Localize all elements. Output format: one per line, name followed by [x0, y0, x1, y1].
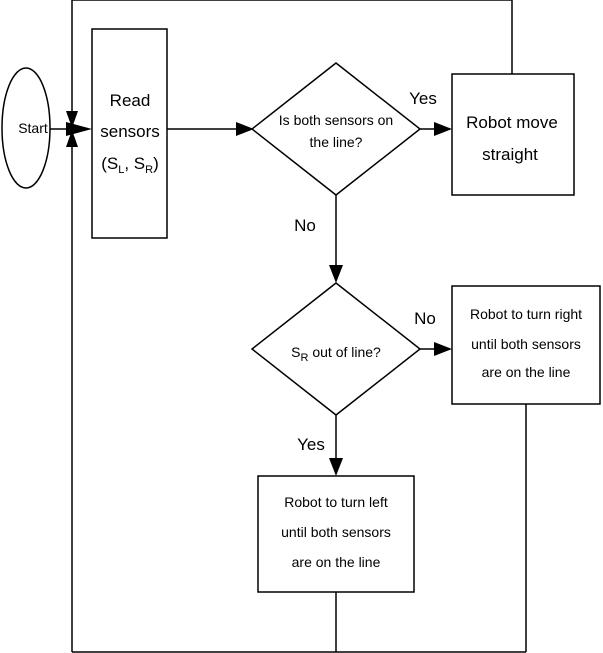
- turn-left-line2: until both sensors: [281, 524, 391, 540]
- turn-left-box: [257, 475, 415, 593]
- arrowhead-into-read-from-start: [66, 122, 92, 136]
- connectors: [45, 0, 527, 653]
- start-label: Start: [18, 120, 48, 136]
- turn-right-box: [451, 285, 601, 405]
- edge-label-both-yes: Yes: [409, 89, 437, 108]
- turn-right-node: Robot to turn right until both sensors a…: [451, 285, 601, 405]
- turn-right-line2: until both sensors: [471, 336, 581, 352]
- turn-right-line1: Robot to turn right: [470, 306, 582, 322]
- arrowheads: [66, 111, 452, 476]
- read-sensors-sub-l: L: [118, 164, 124, 176]
- turn-right-line3: are on the line: [482, 364, 571, 380]
- decision-both-node: Is both sensors on the line?: [250, 62, 422, 196]
- arrowhead-loop-down: [66, 111, 78, 128]
- arrowhead-into-decision-sr: [329, 265, 343, 283]
- decision-both-line1: Is both sensors on: [279, 112, 393, 128]
- turn-left-line1: Robot to turn left: [284, 494, 388, 510]
- start-node: Start: [1, 67, 51, 189]
- decision-sr-diamond: [250, 282, 422, 416]
- arrowhead-into-decision: [236, 122, 254, 136]
- arrowhead-into-turn-left: [329, 458, 343, 476]
- read-sensors-line1: Read: [110, 91, 151, 110]
- decision-sr-node: SR out of line?: [250, 282, 422, 416]
- read-sensors-close: ): [153, 154, 159, 173]
- move-straight-line2: straight: [482, 145, 538, 164]
- read-sensors-line2: sensors: [100, 122, 160, 141]
- decision-sr-sub: R: [301, 352, 309, 364]
- move-straight-box: [451, 73, 575, 196]
- arrowhead-loop-up: [66, 130, 78, 147]
- loop-line-top: [71, 0, 513, 122]
- decision-both-line2: the line?: [310, 134, 363, 150]
- start-ellipse: [1, 67, 51, 189]
- read-sensors-sub-r: R: [145, 164, 153, 176]
- read-sensors-line3: (SL, SR): [101, 154, 159, 176]
- turn-left-node: Robot to turn left until both sensors ar…: [257, 475, 415, 593]
- read-sensors-box: [91, 28, 168, 239]
- edge-label-sr-no: No: [414, 309, 436, 328]
- read-sensors-open: (S: [101, 154, 118, 173]
- move-straight-line1: Robot move: [466, 113, 558, 132]
- edge-labels: Yes No No Yes: [294, 89, 437, 454]
- read-sensors-node: Read sensors (SL, SR): [91, 28, 168, 239]
- edge-label-sr-yes: Yes: [297, 435, 325, 454]
- turn-left-line3: are on the line: [292, 554, 381, 570]
- decision-sr-prefix: S: [291, 344, 300, 360]
- edge-label-both-no: No: [294, 216, 316, 235]
- move-straight-node: Robot move straight: [451, 73, 575, 196]
- read-sensors-middle: , S: [124, 154, 145, 173]
- arrowhead-into-move-straight: [434, 122, 452, 136]
- decision-both-diamond: [250, 62, 422, 196]
- arrowhead-into-turn-right: [434, 342, 452, 356]
- decision-sr-label: SR out of line?: [291, 344, 381, 364]
- decision-sr-suffix: out of line?: [308, 344, 381, 360]
